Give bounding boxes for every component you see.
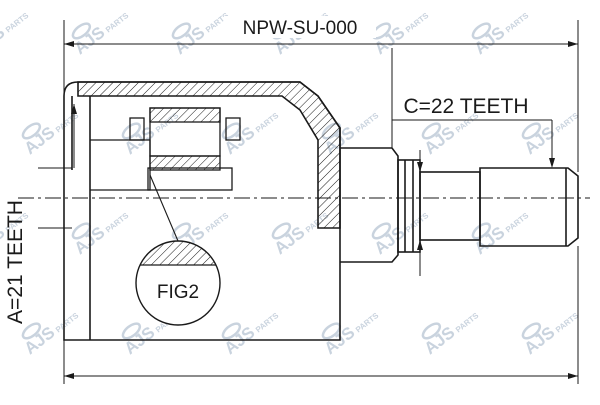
inner-tripod [90,107,241,191]
watermark-subtext: PARTS [404,211,431,235]
watermark-subtext: PARTS [454,311,481,335]
watermark-brand: AJS [0,23,8,58]
watermark-subtext: PARTS [504,11,531,35]
watermark-subtext: PARTS [54,311,81,335]
watermark-ring-icon [421,322,442,340]
watermark-subtext: PARTS [54,111,81,135]
stem-diameter-mark [417,150,423,276]
spline-end [479,167,579,247]
part-number-label: NPW-SU-000 [243,18,358,39]
roller-cap-right [225,117,241,141]
watermark-ring-icon [121,122,142,140]
watermark-ring-icon [21,322,42,340]
watermark-subtext: PARTS [354,311,381,335]
watermark-ring-icon [521,322,542,340]
roller-cap-left [129,117,145,141]
dimension-bottom [63,246,579,384]
watermark-ring-icon [471,22,492,40]
watermark-subtext: PARTS [554,311,581,335]
watermark-ring-icon [171,222,192,240]
watermark-ring-icon [121,322,142,340]
watermark-brand: AJS [0,223,8,258]
watermark-subtext: PARTS [104,211,131,235]
watermark-ring-icon [221,322,242,340]
dimension-c [391,48,555,168]
watermark-subtext: PARTS [354,111,381,135]
watermark-subtext: PARTS [204,211,231,235]
part-number-bg [224,16,376,38]
stem-shaft [419,171,481,241]
roller-hatch-top [149,107,221,123]
watermark-ring-icon [71,22,92,40]
dimension-top [63,20,579,172]
watermark-subtext: PARTS [554,111,581,135]
watermark-layer: AJSPARTSAJSPARTSAJSPARTSAJSPARTSAJSPARTS… [0,11,581,359]
watermark-ring-icon [521,122,542,140]
watermark-subtext: PARTS [254,311,281,335]
watermark-ring-icon [221,122,242,140]
fig2-label: FIG2 [157,282,199,303]
watermark-subtext: PARTS [104,11,131,35]
watermark-ring-icon [471,222,492,240]
watermark-subtext: PARTS [254,111,281,135]
watermark-ring-icon [371,222,392,240]
watermark-subtext: PARTS [504,211,531,235]
tripod-hub [147,167,233,191]
dimension-a-label: A=21 TEETH [4,200,27,324]
watermark-ring-icon [171,22,192,40]
watermark-ring-icon [421,122,442,140]
watermark-subtext: PARTS [4,11,31,35]
fig2-leader [149,174,179,242]
roller-hatch-bottom [149,155,221,171]
dimension-a [38,104,77,229]
watermark-ring-icon [21,122,42,140]
watermark-subtext: PARTS [404,11,431,35]
housing-wall-hatch [77,81,341,229]
watermark-ring-icon [271,222,292,240]
joint-housing [63,81,579,341]
fig2-detail: FIG2 [135,174,221,326]
dimension-c-label: C=22 TEETH [403,95,528,118]
